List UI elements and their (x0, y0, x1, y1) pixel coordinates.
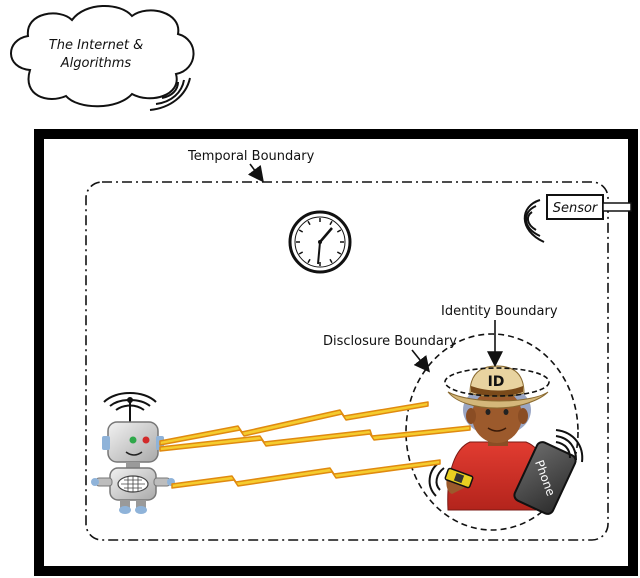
temporal-boundary-arrow (247, 163, 264, 183)
wifi-signal-icon (555, 429, 584, 463)
sensor-label: Sensor (553, 201, 599, 216)
temporal-boundary (85, 181, 609, 541)
wifi-signal-icon (103, 392, 157, 411)
wifi-signal-icon (149, 77, 191, 111)
robot-icon (91, 397, 175, 514)
disclosure-boundary-label: Disclosure Boundary (323, 334, 457, 349)
identity-boundary-label: Identity Boundary (441, 304, 558, 319)
id-badge: ID (488, 374, 505, 390)
lightning-bolt-icon (159, 401, 471, 489)
cloud-label-line1: The Internet & (49, 38, 143, 53)
disclosure-boundary (405, 333, 579, 531)
sensor-icon (546, 194, 632, 220)
person-icon (446, 365, 551, 511)
phone-icon: Phone (513, 441, 577, 515)
identity-boundary (444, 367, 550, 397)
watch-icon (444, 467, 474, 489)
wifi-signal-icon (523, 199, 545, 243)
cloud-label-line2: Algorithms (60, 56, 132, 71)
temporal-boundary-label: Temporal Boundary (187, 149, 315, 164)
disclosure-boundary-arrow (411, 349, 430, 373)
cloud-icon (10, 4, 195, 108)
clock-icon (288, 210, 352, 274)
